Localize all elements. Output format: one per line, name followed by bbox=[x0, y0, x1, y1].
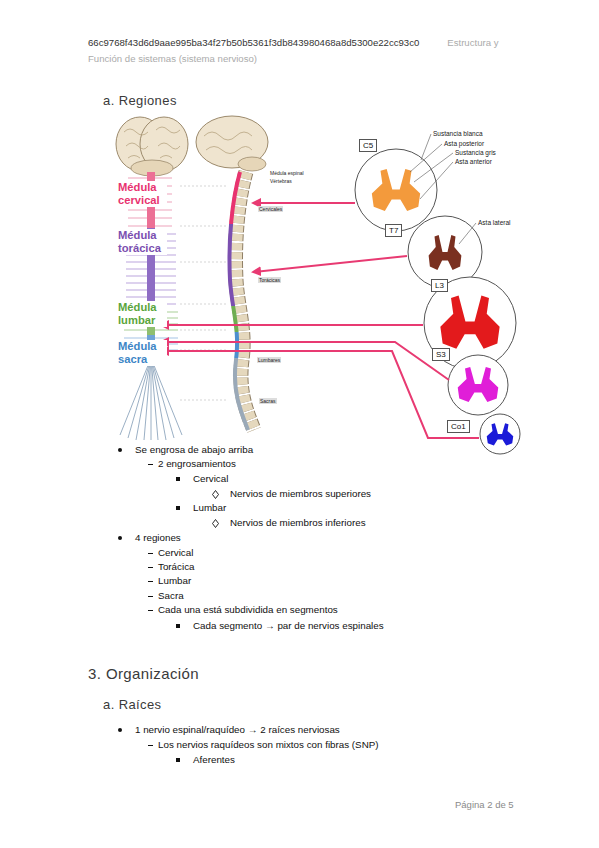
bullet-dash bbox=[148, 745, 153, 746]
vertebra-group-label: Lumbares bbox=[257, 357, 281, 363]
bullet-dash bbox=[148, 596, 153, 597]
bullet-diamond bbox=[212, 519, 219, 528]
bullet-text: Los nervios raquídeos son mixtos con fib… bbox=[158, 739, 379, 751]
bullet-square bbox=[176, 758, 180, 762]
bullet-square bbox=[176, 506, 180, 510]
section-label: L3 bbox=[435, 281, 444, 290]
bullet-text: Nervios de miembros inferiores bbox=[230, 517, 366, 529]
page-number: Página 2 de 5 bbox=[455, 799, 514, 811]
lateral-view bbox=[196, 116, 268, 430]
structure-label: Médula espinal bbox=[270, 170, 304, 176]
section-label: S3 bbox=[436, 350, 446, 359]
structure-label: Asta posterior bbox=[444, 140, 484, 148]
vertebra-group-label: Cervicales bbox=[258, 206, 283, 212]
bullet-text: Sacra bbox=[158, 590, 184, 602]
section-label-box: T7 bbox=[385, 224, 402, 237]
bullet-text: Lumbar bbox=[193, 502, 226, 514]
cross-sections bbox=[355, 149, 520, 454]
bullet-text: Cada una está subdividida en segmentos bbox=[158, 604, 338, 616]
structure-label: Asta anterior bbox=[455, 158, 492, 166]
page-header: 66c9768f43d6d9aae995ba34f27b50b5361f3db8… bbox=[88, 35, 533, 67]
vertebra-group-label: Sacras bbox=[259, 398, 277, 404]
section-heading: a. Regiones bbox=[103, 93, 177, 109]
chapter-heading: 3. Organización bbox=[88, 665, 199, 683]
structure-label: Vértebras bbox=[270, 178, 292, 184]
bullet-dash bbox=[148, 610, 153, 611]
document-id: 66c9768f43d6d9aae995ba34f27b50b5361f3db8… bbox=[88, 37, 419, 48]
bullet-diamond bbox=[212, 490, 219, 499]
bullet-square bbox=[176, 477, 180, 481]
section-label-box: C5 bbox=[359, 139, 377, 152]
posterior-view bbox=[116, 117, 226, 440]
section-label: Co1 bbox=[451, 422, 466, 431]
section-label: C5 bbox=[363, 141, 373, 150]
section-label-box: Co1 bbox=[447, 420, 470, 433]
region-arrows bbox=[161, 203, 479, 438]
bullet-dash bbox=[148, 581, 153, 582]
bullet-text: Cervical bbox=[158, 547, 193, 559]
bullet-text: 4 regiones bbox=[135, 532, 181, 544]
bullet-text: Torácica bbox=[158, 561, 194, 573]
bullet-square bbox=[176, 624, 180, 628]
bullet-text: 2 engrosamientos bbox=[158, 458, 236, 470]
bullet-dot bbox=[118, 536, 122, 540]
section-label-box: S3 bbox=[432, 348, 450, 361]
bullet-text: Nervios de miembros superiores bbox=[230, 488, 371, 500]
region-label: Médula sacra bbox=[117, 340, 167, 366]
bullet-text: Aferentes bbox=[193, 754, 235, 766]
bullet-text: Se engrosa de abajo arriba bbox=[135, 444, 253, 456]
vertebra-group-label: Torácicas bbox=[258, 277, 281, 283]
bullet-text: Cada segmento → par de nervios espinales bbox=[193, 620, 384, 632]
region-label: Médula lumbar bbox=[117, 301, 167, 327]
bullet-dot bbox=[118, 728, 122, 732]
structure-label: Asta lateral bbox=[478, 219, 511, 227]
bullet-dash bbox=[148, 464, 153, 465]
section-heading: a. Raíces bbox=[103, 697, 162, 713]
bullet-text: Lumbar bbox=[158, 575, 191, 587]
section-label: T7 bbox=[389, 226, 398, 235]
structure-label: Sustancia gris bbox=[455, 149, 496, 157]
bullet-dot bbox=[118, 448, 122, 452]
region-label: Médula torácica bbox=[117, 229, 167, 255]
region-label: Médula cervical bbox=[117, 181, 167, 207]
structure-label: Sustancia blanca bbox=[433, 130, 483, 138]
bullet-text: Cervical bbox=[193, 473, 228, 485]
bullet-text: 1 nervio espinal/raquídeo → 2 raíces ner… bbox=[135, 724, 340, 736]
bullet-dash bbox=[148, 567, 153, 568]
bullet-dash bbox=[148, 553, 153, 554]
section-label-box: L3 bbox=[431, 279, 448, 292]
